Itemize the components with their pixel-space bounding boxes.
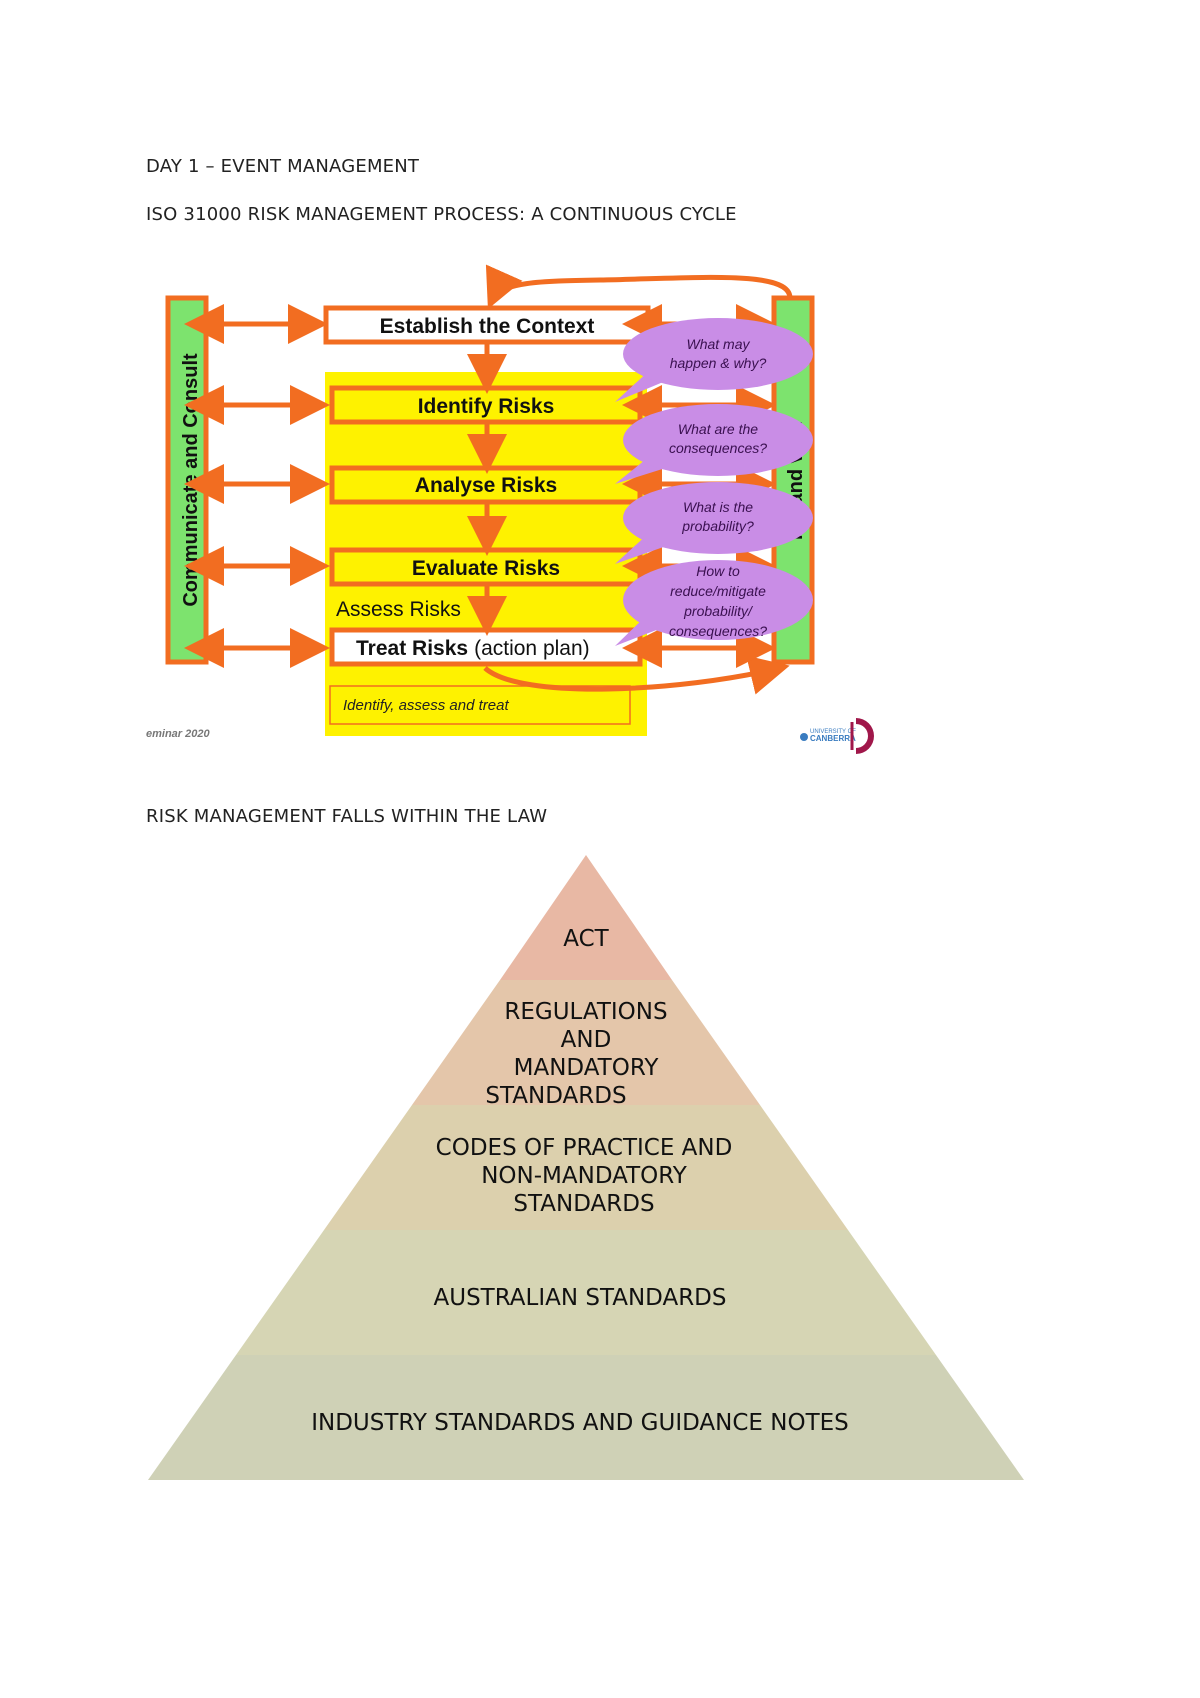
heading-iso-process: ISO 31000 RISK MANAGEMENT PROCESS: A CON…	[146, 204, 737, 225]
bubble-reduce-mitigate: How to reduce/mitigate probability/ cons…	[615, 560, 813, 646]
university-logo: UNIVERSITY OF CANBERRA	[800, 718, 874, 754]
bubble-4-line-3: probability/	[683, 603, 754, 619]
bubble-3-line-1: What is the	[683, 499, 753, 515]
bubble-3-line-2: probability?	[681, 518, 754, 534]
bubble-4-line-2: reduce/mitigate	[670, 583, 766, 599]
bubble-1-line-1: What may	[686, 336, 750, 352]
pyramid-regulations-line-1: REGULATIONS	[504, 999, 667, 1025]
pyramid-codes-line-1: CODES OF PRACTICE AND	[436, 1135, 733, 1161]
pyramid-regulations-line-3: MANDATORY	[514, 1055, 660, 1081]
logo-text-bottom: CANBERRA	[810, 734, 856, 743]
pyramid-level-industry	[148, 1355, 1024, 1480]
bubble-probability: What is the probability?	[615, 482, 813, 564]
pyramid-codes-line-2: NON-MANDATORY	[481, 1163, 688, 1189]
heading-day: DAY 1 – EVENT MANAGEMENT	[146, 156, 420, 177]
footer-note: Identify, assess and treat	[343, 697, 509, 714]
bottom-loop-arrow	[483, 655, 790, 695]
logo-text-top: UNIVERSITY OF	[810, 729, 856, 735]
evaluate-risks-label: Evaluate Risks	[412, 557, 560, 580]
bubble-what-may-happen: What may happen & why?	[615, 318, 813, 402]
pyramid-level-act	[500, 855, 672, 980]
bubble-4-line-1: How to	[696, 563, 740, 579]
law-pyramid: ACT REGULATIONS AND MANDATORY STANDARDS …	[148, 855, 1024, 1480]
seminar-fragment: eminar 2020	[146, 728, 210, 740]
iso31000-diagram: Communicate and Consult ion and view Est…	[146, 264, 874, 754]
analyse-risks-label: Analyse Risks	[415, 474, 557, 497]
logo-crescent-icon	[856, 718, 874, 754]
pyramid-australian-label: AUSTRALIAN STANDARDS	[434, 1285, 727, 1311]
pyramid-regulations-line-4: STANDARDS	[485, 1083, 626, 1109]
treat-risks-label: Treat Risks (action plan)	[356, 637, 590, 660]
pyramid-industry-label: INDUSTRY STANDARDS AND GUIDANCE NOTES	[311, 1410, 849, 1436]
top-loop-arrow	[485, 264, 793, 310]
logo-star-icon	[800, 733, 808, 741]
bubble-1-line-2: happen & why?	[670, 355, 767, 371]
establish-context-label: Establish the Context	[380, 315, 595, 338]
pyramid-level-regulations	[412, 980, 760, 1105]
pyramid-regulations-line-2: AND	[561, 1027, 612, 1053]
treat-risks-plain: (action plan)	[474, 637, 590, 660]
pyramid-codes-line-3: STANDARDS	[513, 1191, 654, 1217]
heading-risk-law: RISK MANAGEMENT FALLS WITHIN THE LAW	[146, 806, 548, 827]
bubble-consequences: What are the consequences?	[615, 404, 813, 484]
bubble-2-line-1: What are the	[678, 421, 758, 437]
communicate-consult-label: Communicate and Consult	[180, 353, 202, 607]
bubble-4-line-4: consequences?	[669, 623, 767, 639]
bubble-2-line-2: consequences?	[669, 440, 767, 456]
pyramid-act-label: ACT	[563, 926, 609, 952]
identify-risks-label: Identify Risks	[418, 395, 555, 418]
pyramid-level-australian	[236, 1230, 936, 1355]
footer-note-box	[329, 685, 631, 725]
pyramid-level-codes	[324, 1105, 848, 1230]
assess-risks-label: Assess Risks	[336, 598, 461, 621]
treat-risks-bold: Treat Risks	[356, 637, 468, 660]
